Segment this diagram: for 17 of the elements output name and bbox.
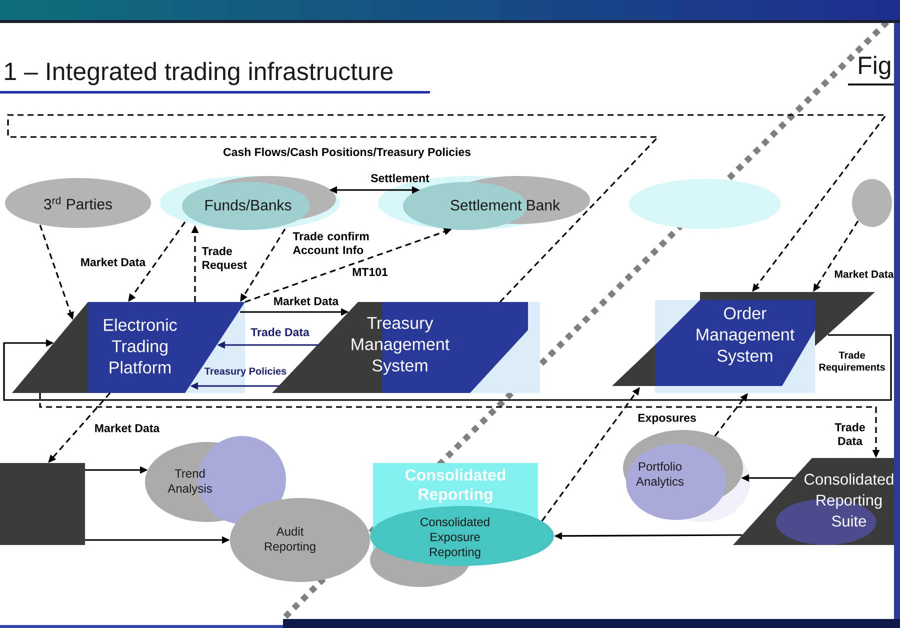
edge-label: Market Data [95,424,160,432]
title: 1 – Integrated trading infrastructure [5,62,393,86]
edge-label: MT101 [352,268,388,276]
ellipse [629,179,781,229]
edge-label: Trade Data [834,422,865,446]
edge-label: Market Data [81,258,146,266]
arrow [7,114,888,303]
edge-label: Market Data [834,270,894,278]
process-box: Consolidated Reporting Suite [733,458,894,545]
label: Fig [859,56,890,80]
edge-label: Cash Flows/Cash Positions/Treasury Policies [224,148,471,158]
box [0,463,85,545]
edge-label: Exposures [638,414,696,424]
edge-label: Trade confirm Account Info [292,232,369,254]
ellipse [852,179,892,227]
arrow [3,334,892,401]
edge-label: Trade Request [202,246,247,272]
